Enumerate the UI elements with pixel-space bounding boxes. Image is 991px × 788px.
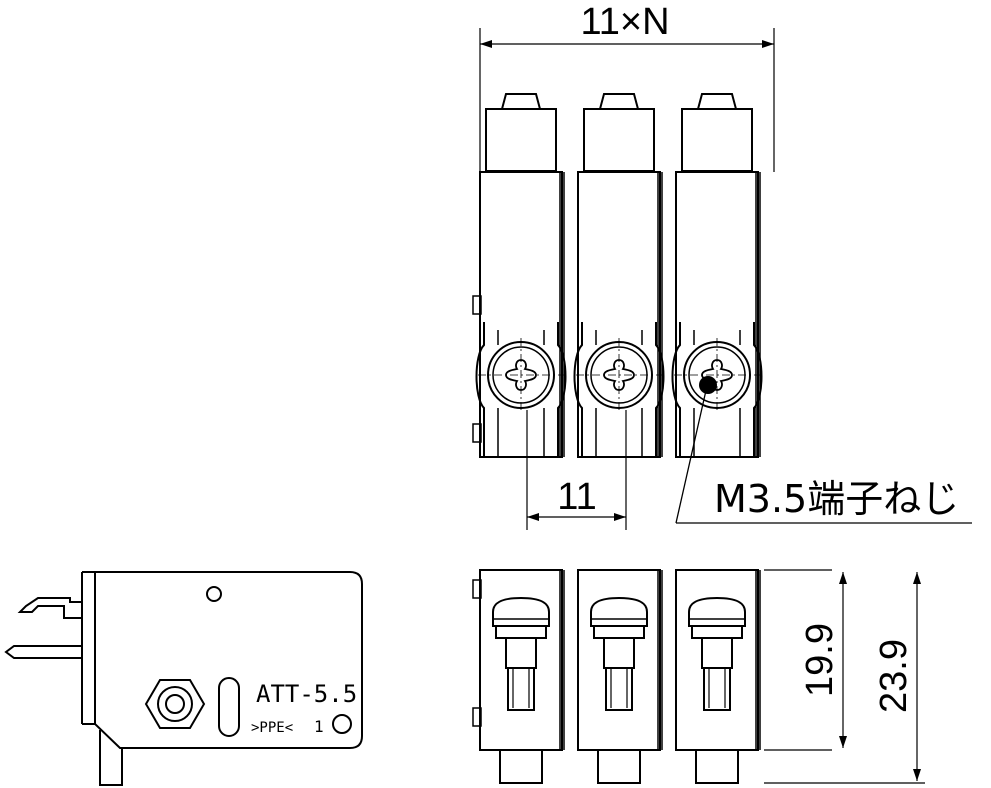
- dimension-height-outer: 23.9: [873, 572, 921, 781]
- height-inner-label: 19.9: [799, 623, 841, 697]
- material-mark: >PPE<: [251, 720, 293, 736]
- dimension-height-inner: 19.9: [799, 572, 847, 748]
- overall-width-label: 11×N: [580, 1, 669, 43]
- screw-callout: M3.5端子ねじ: [675, 385, 972, 524]
- bottom-view: [472, 569, 925, 784]
- front-view: [472, 93, 763, 458]
- dimension-overall-width: 11×N: [479, 1, 775, 172]
- mark-number: 1: [314, 717, 324, 736]
- dimension-pitch: 11: [526, 410, 627, 530]
- height-outer-label: 23.9: [873, 639, 915, 713]
- side-view: ATT-5.5 >PPE< 1: [4, 570, 363, 786]
- pitch-label: 11: [557, 476, 596, 518]
- terminal-marker-dot: [699, 376, 717, 394]
- screw-label: M3.5端子ねじ: [714, 477, 959, 521]
- model-mark: ATT-5.5: [256, 680, 357, 708]
